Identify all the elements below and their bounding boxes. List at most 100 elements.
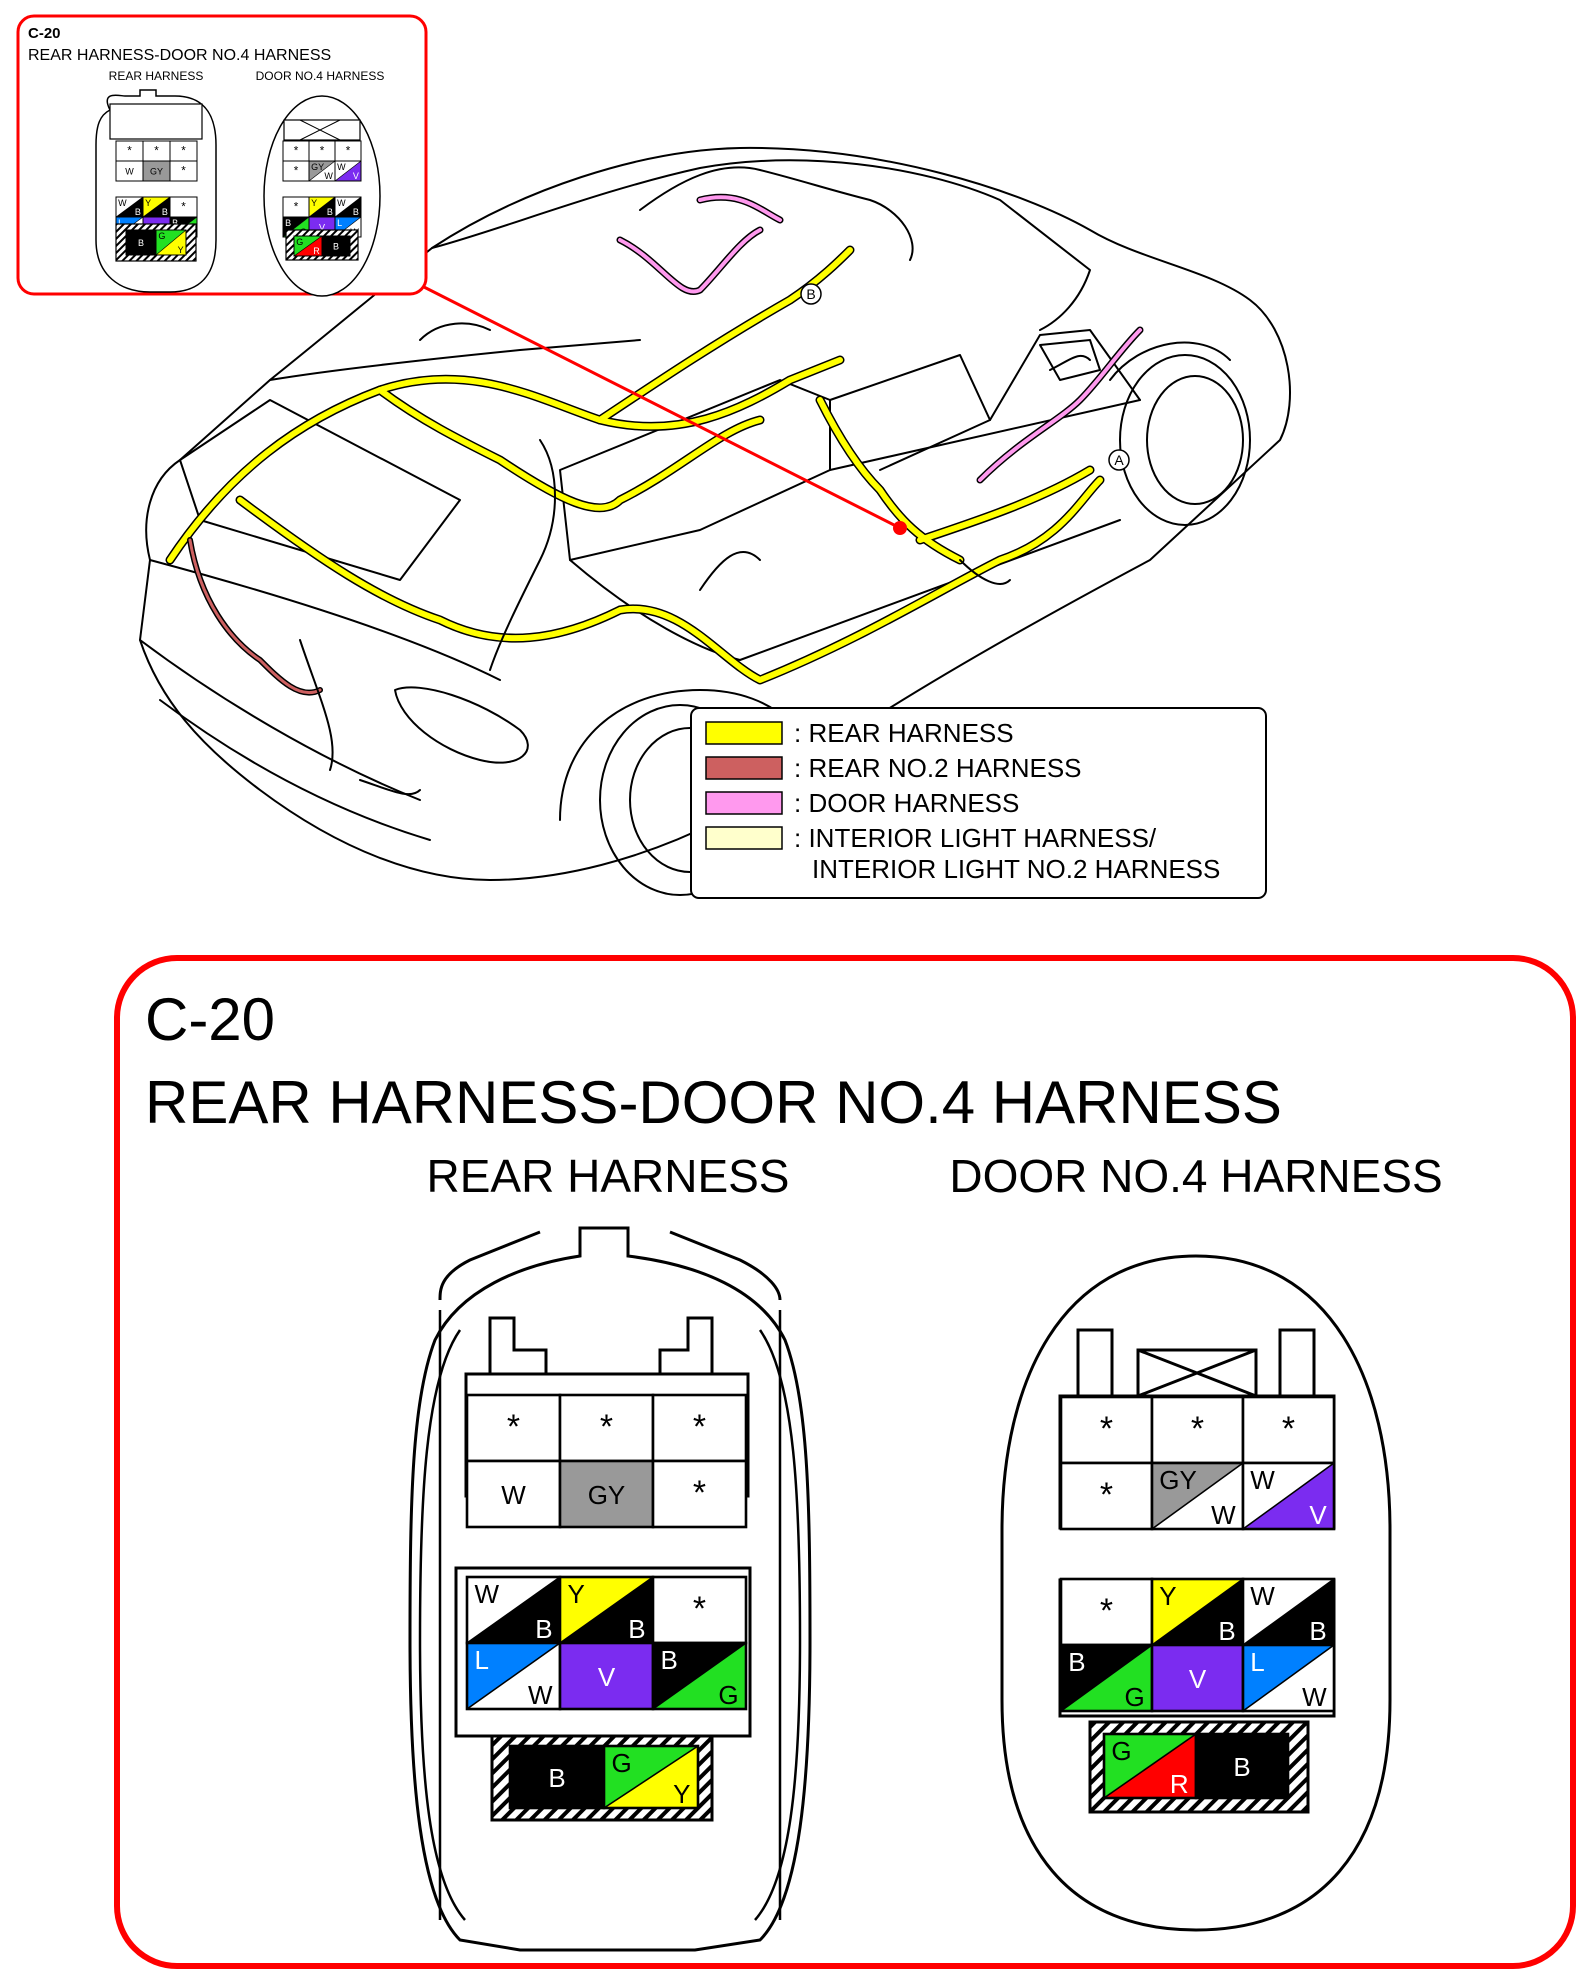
inset-rear-pin-7-primary-color: W (118, 198, 127, 208)
rear-harness-pin-8-secondary-color: B (628, 1614, 645, 1644)
inset-door-pin-8-secondary-color: B (327, 207, 333, 217)
door-no4-pin-8-secondary-color: B (1218, 1616, 1235, 1646)
legend-item: : INTERIOR LIGHT HARNESS/ (705, 823, 1157, 853)
rear-harness-pin-4-label: W (501, 1480, 526, 1510)
door-no4-pin-9-primary-color: W (1250, 1581, 1275, 1611)
inset-door-pin-3-label: * (346, 144, 351, 157)
inset-door-pin-6-secondary-color: V (353, 171, 359, 181)
marker-b: B (800, 283, 822, 305)
inset-door-pin-7-label: * (294, 200, 299, 213)
rear-harness-bottom-pin-1-label: B (548, 1763, 565, 1793)
inset-rear-pin-8-secondary-color: B (162, 207, 168, 217)
door-no4-pin-5-secondary-color: W (1211, 1500, 1236, 1530)
door-no4-pin-2: * (1150, 1395, 1245, 1465)
inset-title: REAR HARNESS-DOOR NO.4 HARNESS (28, 47, 331, 64)
inset-door-pin-5-primary-color: GY (311, 162, 324, 172)
inset-door-pin-5-secondary-color: W (324, 171, 333, 181)
door-no4-pin-10-primary-color: B (1068, 1647, 1085, 1677)
rear-harness-pin-7-primary-color: W (474, 1579, 499, 1609)
door-no4-pin-12: LW (1241, 1643, 1336, 1713)
door-no4-pin-8-primary-color: Y (1159, 1581, 1176, 1611)
inset-door-pin-4-label: * (294, 164, 299, 177)
inset-rear-pin-9: * (169, 196, 198, 218)
rear-harness-pin-3: * (651, 1393, 748, 1463)
inset-rear-bottom-pin-2-secondary-color: Y (178, 245, 184, 255)
rear-harness-bottom-pin-2-primary-color: G (612, 1748, 632, 1778)
inset-door-pin-9-primary-color: W (337, 198, 346, 208)
legend-label: : INTERIOR LIGHT HARNESS/ (794, 823, 1157, 853)
inset-door-pin-10-primary-color: B (285, 218, 291, 228)
inset-door-pin-4: * (282, 160, 310, 182)
door-no4-bottom-pin-1-primary-color: G (1111, 1736, 1131, 1766)
inset-rear-pin-5: GY (142, 160, 171, 182)
inset-door-bottom-pin-2-label: B (333, 241, 339, 251)
door-no4-pin-1-label: * (1100, 1410, 1113, 1448)
inset-rear-pin-10-primary-color: L (118, 218, 123, 228)
inset-rear-pin-8: YB (142, 196, 171, 218)
rear-harness-pin-12: BG (651, 1641, 748, 1711)
door-no4-pin-7: * (1059, 1577, 1154, 1647)
rear-harness-pin-11: V (558, 1641, 655, 1711)
rear-harness-pin-10-secondary-color: W (528, 1680, 553, 1710)
inset-rear-pin-3-label: * (181, 144, 186, 157)
inset-door-pin-9-secondary-color: B (353, 207, 359, 217)
door-no4-bottom-pin-1-secondary-color: R (1170, 1769, 1189, 1799)
legend-continuation: INTERIOR LIGHT NO.2 HARNESS (812, 854, 1220, 884)
door-no4-bottom-pin-1: GR (1102, 1732, 1198, 1800)
inset-door-pin-6-primary-color: W (337, 162, 346, 172)
leader-line (419, 283, 901, 530)
inset-rear-bottom-pin-1-label: B (138, 238, 144, 248)
rear-harness-pin-4: W (465, 1459, 562, 1529)
inset-door-bottom-pin-2: B (321, 235, 351, 257)
inset-door-pin-6: WV (334, 160, 362, 182)
detail-right-label: DOOR NO.4 HARNESS (949, 1150, 1442, 1202)
inset-door-pin-5: GYW (308, 160, 336, 182)
inset-door-pin-7: * (282, 196, 310, 218)
rear-harness-pin-12-secondary-color: G (718, 1680, 738, 1710)
legend-swatch (705, 826, 783, 850)
inset-rear-pin-4-label: W (125, 166, 134, 176)
door-no4-pin-9-secondary-color: B (1309, 1616, 1326, 1646)
legend-label: : REAR HARNESS (794, 718, 1014, 748)
legend-swatch (705, 791, 783, 815)
detail-connector-id: C-20 (145, 986, 275, 1053)
door-no4-pin-7-label: * (1100, 1592, 1113, 1630)
inset-right-label: DOOR NO.4 HARNESS (256, 69, 385, 83)
door-no4-pin-5: GYW (1150, 1461, 1245, 1531)
door-no4-pin-9: WB (1241, 1577, 1336, 1647)
inset-rear-pin-6-label: * (181, 164, 186, 177)
detail-left-label: REAR HARNESS (427, 1150, 790, 1202)
inset-door-pin-8: YB (308, 196, 336, 218)
inset-door-bottom-pin-1-secondary-color: R (313, 246, 320, 256)
inset-rear-pin-7-secondary-color: B (135, 207, 141, 217)
legend-item: : REAR HARNESS (705, 718, 1014, 748)
inset-door-pin-12-primary-color: L (337, 218, 342, 228)
harness-routing (165, 166, 1144, 796)
rear-harness-bottom-pin-1: B (508, 1744, 606, 1810)
legend-item: : REAR NO.2 HARNESS (705, 753, 1082, 783)
connector-location-dot (893, 521, 907, 535)
rear-harness-pin-7-secondary-color: B (535, 1614, 552, 1644)
inset-rear-bottom-pin-2-primary-color: G (158, 231, 165, 241)
inset-rear-pin-2: * (142, 140, 171, 162)
door-no4-pin-11-label: V (1189, 1664, 1207, 1694)
inset-door-pin-1: * (282, 140, 310, 162)
rear-harness-pin-1-label: * (507, 1408, 520, 1446)
inset-connector-id: C-20 (28, 25, 61, 42)
rear-harness-pin-1: * (465, 1393, 562, 1463)
door-no4-pin-10-secondary-color: G (1124, 1682, 1144, 1712)
inset-door-pin-11-label: V (319, 222, 325, 232)
inset-rear-pin-5-label: GY (150, 166, 163, 176)
svg-text:B: B (806, 286, 815, 302)
door-no4-pin-8: YB (1150, 1577, 1245, 1647)
door-no4-pin-4-label: * (1100, 1476, 1113, 1514)
door-no4-pin-6: WV (1241, 1461, 1336, 1531)
rear-harness-pin-8-primary-color: Y (567, 1579, 584, 1609)
inset-door-bottom-pin-1-primary-color: G (296, 237, 303, 247)
inset-door-pin-2-label: * (320, 144, 325, 157)
rear-harness-pin-6-label: * (693, 1474, 706, 1512)
door-no4-bottom-pin-2: B (1194, 1732, 1290, 1800)
rear-harness-pin-3-label: * (693, 1408, 706, 1446)
